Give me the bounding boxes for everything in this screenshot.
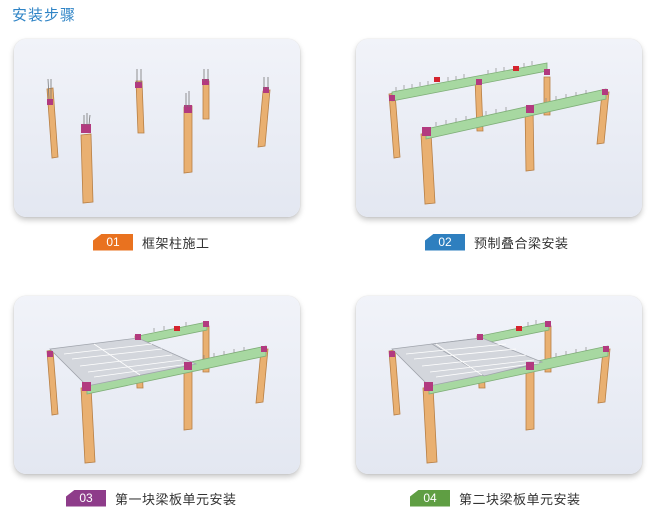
column-joint	[424, 382, 433, 391]
step-03-number: 03	[79, 491, 93, 505]
column-joint	[603, 346, 609, 352]
beam-rebar	[435, 90, 587, 126]
beam	[137, 321, 208, 345]
step-02-illustration-panel	[356, 39, 642, 217]
step-03-illustration-panel	[14, 296, 300, 474]
step-04-caption: 04 第二块梁板单元安装	[410, 488, 581, 508]
step-03-badge: 03	[66, 489, 106, 507]
column	[420, 132, 436, 205]
step-01-badge: 01	[93, 233, 133, 251]
column-joint	[261, 346, 267, 352]
column-joint	[81, 124, 91, 133]
column-joint	[476, 79, 482, 85]
step-02-caption: 02 预制叠合梁安装	[425, 232, 569, 252]
step-04-illustration	[388, 320, 611, 464]
column	[183, 105, 193, 174]
column	[46, 349, 59, 416]
slab-unit	[49, 337, 198, 387]
column-joint	[389, 351, 395, 357]
beam	[391, 62, 548, 102]
column-joint	[47, 99, 53, 105]
column	[80, 386, 96, 464]
beam-block	[434, 77, 440, 82]
beam-rebar	[527, 320, 587, 357]
beam-block	[513, 66, 519, 71]
column-joint	[82, 382, 91, 391]
column	[135, 80, 145, 134]
rebar	[47, 69, 269, 126]
column	[257, 89, 271, 148]
column-joint	[263, 87, 269, 93]
beam	[425, 88, 607, 140]
beam-block	[174, 326, 180, 331]
column-joint	[526, 105, 534, 113]
step-02-badge: 02	[425, 233, 465, 251]
step-02-illustration	[388, 61, 610, 205]
column-joint	[184, 105, 192, 113]
step-01-illustration	[46, 69, 271, 204]
step-04-badge: 04	[410, 489, 450, 507]
step-01-number: 01	[106, 235, 120, 249]
beam-rebar	[395, 61, 533, 91]
step-04-number: 04	[423, 491, 437, 505]
step-03-caption: 03 第一块梁板单元安装	[66, 488, 237, 508]
step-04-label: 第二块梁板单元安装	[459, 492, 581, 508]
beam-block	[516, 326, 522, 331]
step-04-illustration-panel	[356, 296, 642, 474]
column	[388, 92, 401, 159]
column-joint	[544, 69, 550, 75]
slab-rib	[405, 343, 540, 378]
step-01-illustration-panel	[14, 39, 300, 217]
column	[388, 349, 401, 416]
column-joint	[477, 334, 483, 340]
step-03-label: 第一块梁板单元安装	[115, 492, 237, 508]
step-02-number: 02	[438, 235, 452, 249]
step-01-label: 框架柱施工	[142, 236, 210, 252]
step-02-label: 预制叠合梁安装	[474, 236, 569, 252]
column	[202, 80, 210, 120]
slab-rib	[63, 343, 190, 378]
slab-seam	[93, 343, 141, 376]
column-joint	[545, 321, 551, 327]
column-joint	[526, 362, 534, 370]
page-heading: 安装步骤	[12, 6, 77, 24]
column-joint	[135, 334, 141, 340]
beam-rebar	[153, 322, 245, 359]
column	[422, 386, 438, 464]
slab-seam	[435, 343, 483, 376]
column	[80, 133, 94, 204]
column-joint	[202, 79, 209, 85]
column-joint	[47, 351, 53, 357]
step-01-caption: 01 框架柱施工	[93, 232, 210, 252]
column-joint	[389, 95, 395, 101]
step-03-illustration	[46, 321, 269, 464]
beam	[479, 321, 550, 345]
column-joint	[602, 89, 608, 95]
column-joint	[184, 362, 192, 370]
column-joint	[135, 82, 142, 88]
column-joint	[422, 127, 431, 136]
column-joint	[203, 321, 209, 327]
